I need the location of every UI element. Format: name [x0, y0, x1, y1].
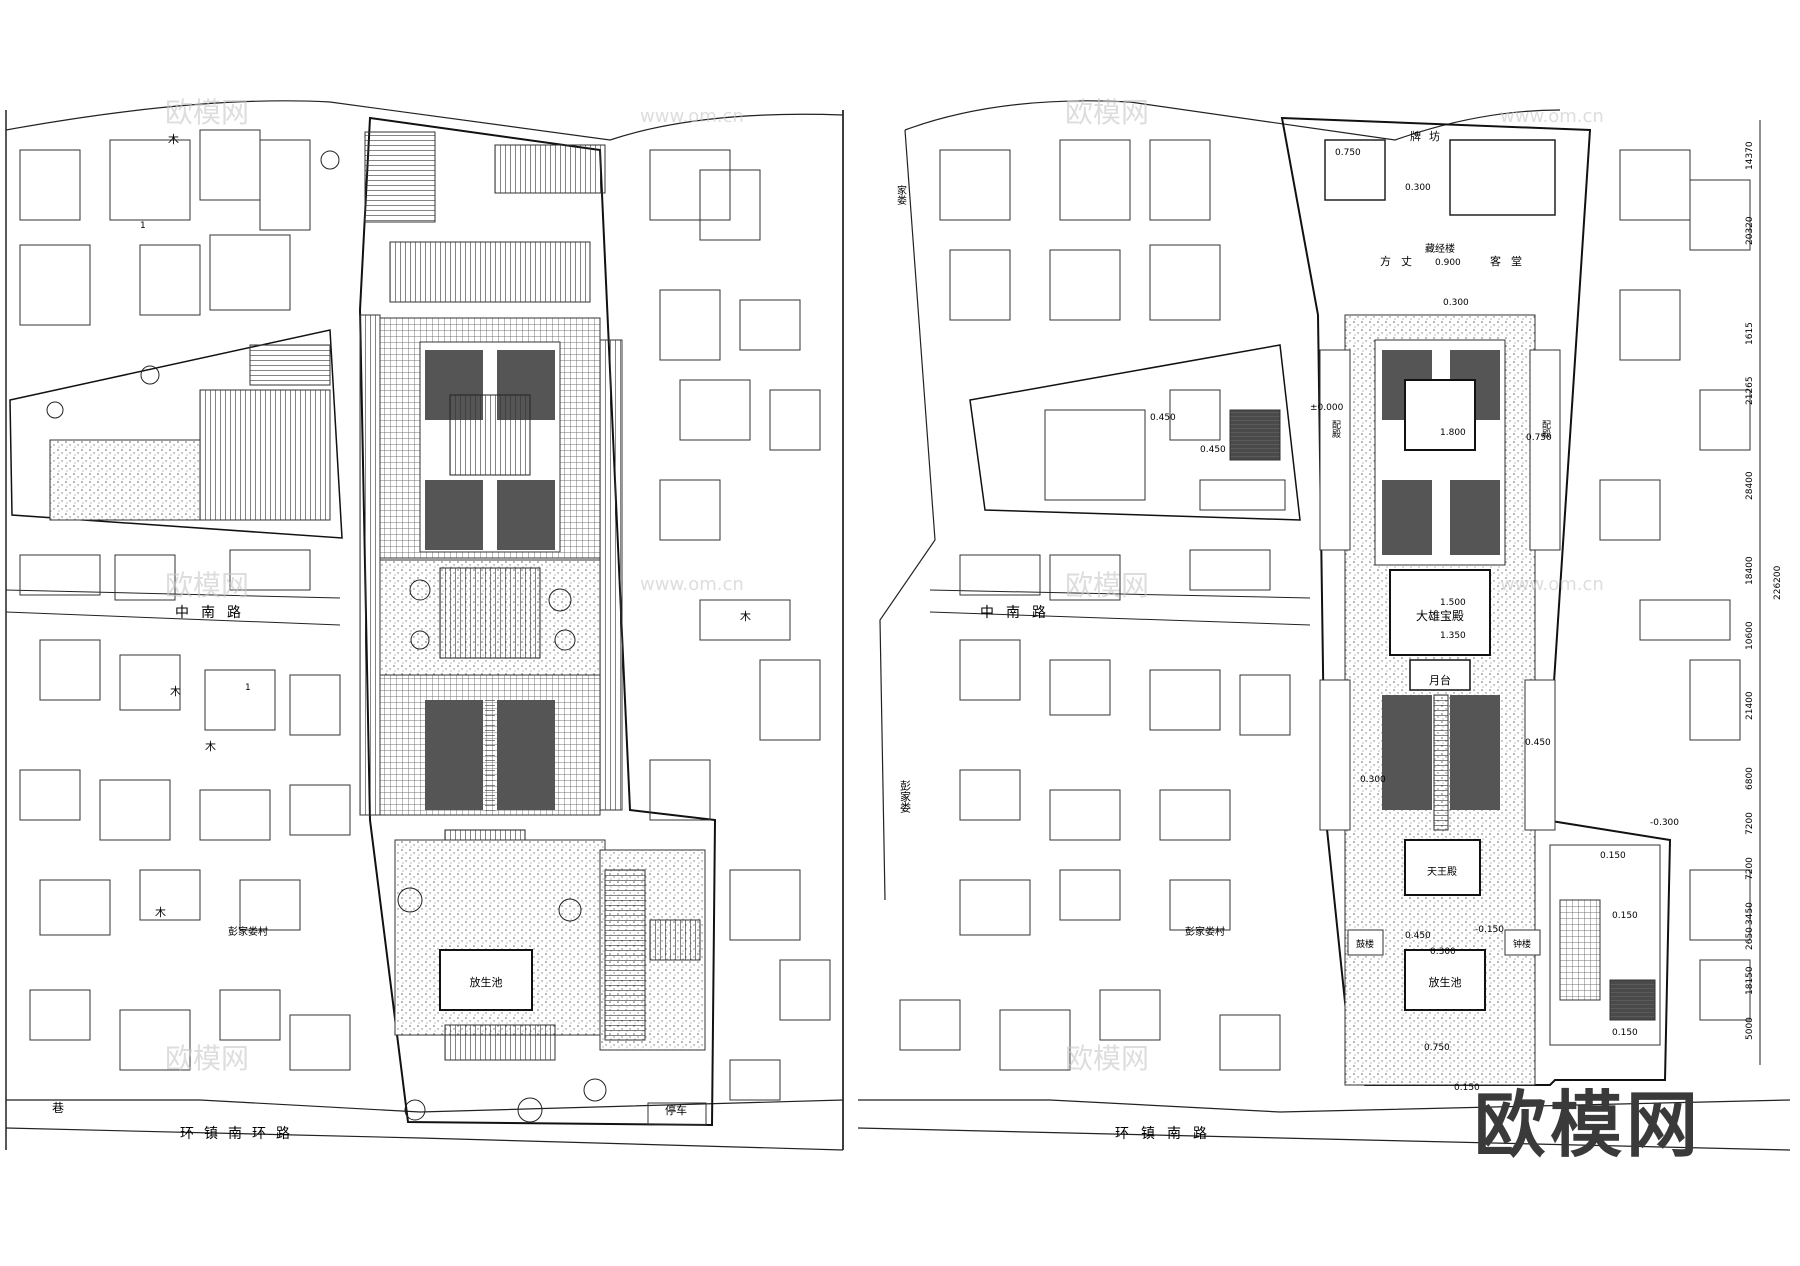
right-bottom-road-south	[857, 1127, 1791, 1151]
left-house-label-1: 木	[168, 133, 179, 146]
brand-watermark: 欧模网	[1474, 1083, 1703, 1167]
faint-url-1: www.om.cn	[640, 106, 744, 127]
left-middle-road-label: 中南路	[175, 605, 253, 621]
faint-watermark-6: 欧模网	[1065, 1042, 1149, 1075]
left-bottom-road-north	[6, 1099, 844, 1113]
right-guest-label: 客堂	[1490, 254, 1532, 268]
dimension-label: 21265	[1745, 376, 1755, 405]
elevation-label: 0.150	[1600, 851, 1626, 861]
right-gate-label: 牌坊	[1410, 129, 1448, 143]
right-side-hall-left-label: 配殿	[1330, 420, 1341, 439]
right-bottom-road-north	[858, 1099, 1791, 1113]
left-top-road	[5, 100, 844, 141]
elevation-label: 1.800	[1440, 428, 1466, 438]
elevation-label: 0.300	[1443, 298, 1469, 308]
right-village-label: 彭家娄村	[1185, 925, 1225, 938]
right-bell-tower-label: 钟楼	[1513, 938, 1531, 950]
right-south-road-label: 环镇南路	[1115, 1126, 1219, 1142]
faint-watermark-2: 欧模网	[1065, 96, 1149, 129]
left-site-plan: 放生池	[5, 100, 844, 1151]
right-side-hall-right-label: 配殿	[1540, 420, 1551, 439]
elevation-label: 1.350	[1440, 631, 1466, 641]
right-moon-terrace-label: 月台	[1429, 673, 1451, 687]
faint-watermark-4: 欧模网	[1065, 569, 1149, 602]
elevation-label: 1.500	[1440, 598, 1466, 608]
elevation-label: 0.300	[1430, 947, 1456, 957]
faint-watermarks: 欧模网 欧模网 欧模网 欧模网 欧模网 欧模网 www.om.cn www.om…	[165, 96, 1604, 1075]
right-heavenly-king-hall-label: 天王殿	[1427, 866, 1457, 878]
elevation-label: 0.150	[1454, 1083, 1480, 1093]
left-trees	[46, 150, 607, 1123]
left-lane-label: 巷	[52, 1101, 64, 1115]
right-site-plan: 牌坊 藏经楼 方丈 客堂 大雄宝殿 月台 天王殿 放生池 鼓楼	[842, 100, 1791, 1151]
elevation-label: 0.300	[1405, 183, 1431, 193]
right-pond-label: 放生池	[1429, 975, 1462, 989]
left-small-label-2: 1	[245, 683, 251, 693]
right-elevation-labels: 0.750 0.300 0.900 0.300 ±0.000 0.450 0.450 0.75…	[1150, 148, 1679, 1093]
dimension-label: 1615	[1745, 322, 1755, 345]
dimension-label: 18150	[1745, 966, 1755, 995]
dimension-label: 14370	[1745, 141, 1755, 170]
elevation-label: -0.150	[1475, 925, 1504, 935]
right-main-hall-label: 大雄宝殿	[1416, 608, 1464, 623]
right-middle-road-label: 中南路	[980, 605, 1058, 621]
elevation-label: 0.750	[1526, 433, 1552, 443]
faint-url-4: www.om.cn	[1500, 574, 1604, 595]
right-side-lane-label: 家娄	[895, 184, 907, 205]
elevation-label: 0.450	[1200, 445, 1226, 455]
elevation-label: 0.150	[1612, 1028, 1638, 1038]
left-bottom-road-south	[5, 1127, 844, 1151]
left-middle-road	[5, 589, 341, 626]
right-west-lane	[879, 129, 936, 901]
elevation-label: 0.150	[1612, 911, 1638, 921]
right-neighbourhood	[899, 139, 1751, 1071]
right-west-lane-label: 彭家娄	[899, 779, 912, 813]
right-west-garden	[969, 344, 1301, 521]
dimension-label: 7200	[1745, 812, 1755, 835]
dimension-label: 6800	[1745, 767, 1755, 790]
left-west-garden	[9, 329, 343, 539]
elevation-label: 0.750	[1335, 148, 1361, 158]
elevation-label: 0.750	[1424, 1043, 1450, 1053]
left-house-label-3: 木	[205, 740, 216, 753]
dimension-label: 21400	[1745, 691, 1755, 720]
faint-watermark-5: 欧模网	[165, 1042, 249, 1075]
left-parking-label: 停车	[665, 1103, 687, 1117]
elevation-label: 0.450	[1150, 413, 1176, 423]
faint-url-2: www.om.cn	[1500, 106, 1604, 127]
dimension-label: 28400	[1745, 471, 1755, 500]
dimension-label: 5000	[1745, 1017, 1755, 1040]
left-small-label-1: 1	[140, 221, 146, 231]
dimension-label: 10600	[1745, 621, 1755, 650]
right-sutra-hall-label: 藏经楼	[1425, 242, 1455, 255]
dimension-label: 7200	[1745, 857, 1755, 880]
dimension-label: 18400	[1745, 556, 1755, 585]
dimension-label: 3450	[1745, 902, 1755, 925]
elevation-label: 0.450	[1405, 931, 1431, 941]
elevation-label: 0.300	[1360, 775, 1386, 785]
right-drum-tower-label: 鼓楼	[1356, 938, 1374, 950]
dimension-label: 20320	[1745, 216, 1755, 245]
elevation-label: -0.300	[1650, 818, 1679, 828]
faint-watermark-1: 欧模网	[165, 96, 249, 129]
elevation-label: ±0.000	[1310, 403, 1344, 413]
dimension-label: 2650	[1745, 927, 1755, 950]
faint-url-3: www.om.cn	[640, 574, 744, 595]
dimension-label: 226200	[1773, 565, 1783, 600]
elevation-label: 0.900	[1435, 258, 1461, 268]
left-house-label-2: 木	[170, 685, 181, 698]
left-house-label-4: 木	[740, 610, 751, 623]
faint-watermark-3: 欧模网	[165, 569, 249, 602]
right-abbot-label: 方丈	[1380, 254, 1422, 268]
right-top-road	[904, 100, 1561, 141]
left-village-label: 彭家娄村	[228, 925, 268, 938]
left-house-label-5: 木	[155, 906, 166, 919]
left-neighbourhood	[19, 129, 831, 1101]
right-dimension-labels: 14370 20320 1615 21265 28400 18400 10600 21400 6…	[1745, 141, 1783, 1040]
elevation-label: 0.450	[1525, 738, 1551, 748]
left-south-road-label: 环镇南环路	[180, 1126, 300, 1142]
left-pond-label: 放生池	[470, 975, 503, 989]
